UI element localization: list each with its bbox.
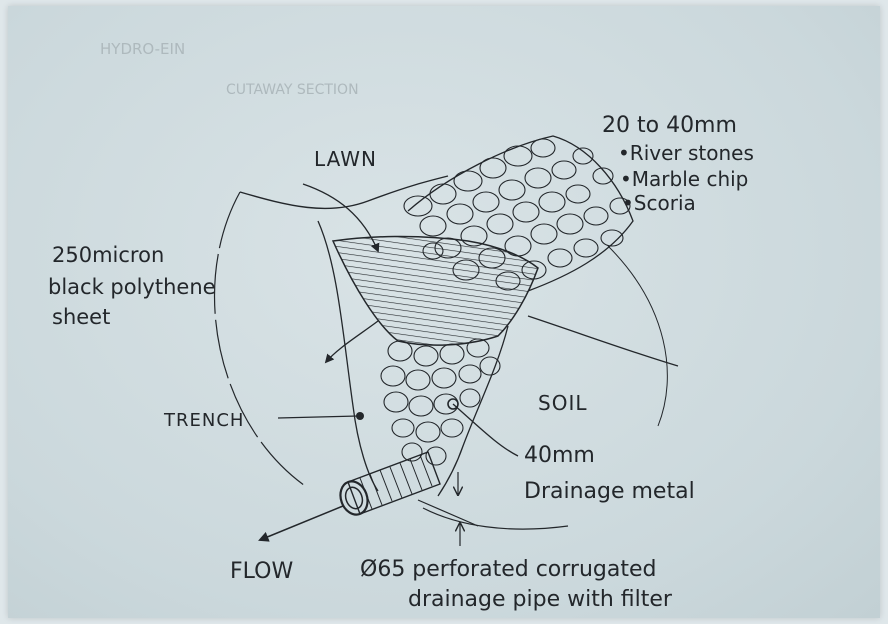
drainage-sketch: HYDRO-EIN CUTAWAY SECTION — [8, 6, 880, 618]
trench-leader — [278, 416, 358, 418]
metal-label-2: Drainage metal — [524, 479, 695, 504]
paper-sheet: HYDRO-EIN CUTAWAY SECTION — [8, 6, 880, 618]
trench-dot — [356, 412, 364, 420]
stones-size-label: 20 to 40mm — [602, 113, 737, 138]
flow-arrow — [260, 506, 343, 540]
stones-option-3: •Scoria — [622, 191, 696, 215]
polythene-label-3: sheet — [52, 305, 110, 329]
stones-option-2: •Marble chip — [620, 167, 748, 191]
stones-option-1: •River stones — [618, 141, 754, 165]
cutaway-circle-left — [215, 192, 308, 488]
soil-label: SOIL — [538, 391, 587, 415]
flow-label: FLOW — [230, 559, 293, 584]
ghost-text-1: HYDRO-EIN — [100, 40, 185, 58]
drainage-metal — [381, 339, 500, 465]
soil-surface-line — [528, 316, 678, 366]
pipe-label-2: drainage pipe with filter — [408, 587, 673, 612]
polythene-label-2: black polythene — [48, 275, 216, 299]
polythene-arrow — [326, 321, 378, 362]
cutaway-circle-right — [608, 246, 667, 426]
lawn-label: LAWN — [314, 147, 377, 171]
polythene-label-1: 250micron — [52, 243, 164, 267]
trench-label: TRENCH — [163, 410, 244, 431]
metal-label-1: 40mm — [524, 443, 595, 468]
trench-wall-right — [438, 326, 508, 496]
pipe-label-1: Ø65 perforated corrugated — [360, 557, 656, 582]
ghost-text-2: CUTAWAY SECTION — [226, 82, 359, 98]
